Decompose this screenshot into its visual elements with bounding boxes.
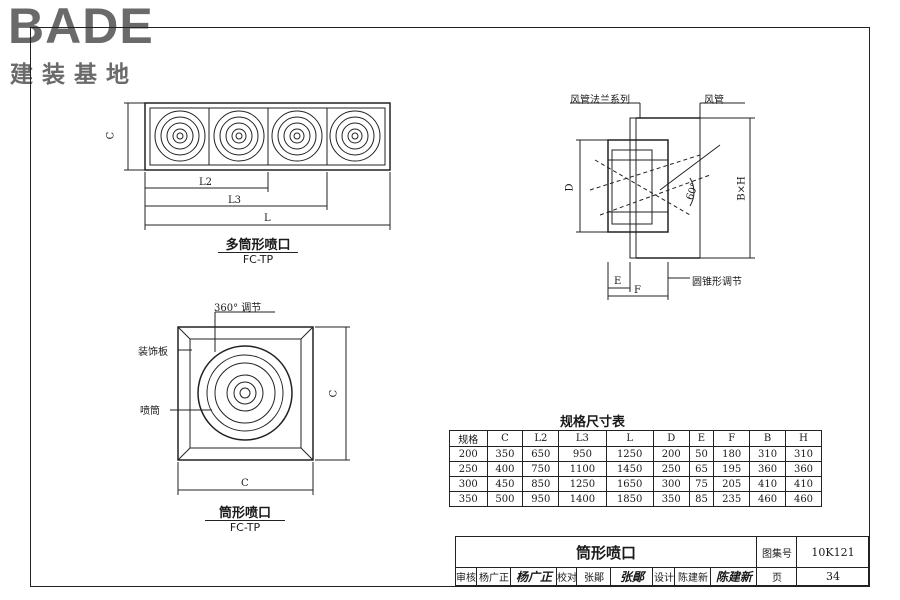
table-cell: 350	[652, 491, 690, 507]
table-cell: 350	[486, 446, 524, 462]
label-cone: 圆锥形调节	[692, 277, 742, 288]
col-header-l: L	[605, 430, 654, 447]
table-cell: 250	[652, 461, 690, 477]
multi-dim-l: L	[264, 213, 271, 224]
spec-table: 规格 C L2 L3 L D E F B H 200 350 650 950 1…	[449, 430, 822, 507]
table-cell: 50	[688, 446, 715, 462]
table-cell: 300	[449, 476, 488, 492]
table-row: 250 400 750 1100 1450 250 65 195 360 360	[449, 461, 822, 477]
multi-dim-c: C	[105, 131, 117, 140]
table-cell: 1650	[605, 476, 654, 492]
spec-table-title: 规格尺寸表	[560, 415, 626, 430]
check-label: 校对	[556, 567, 577, 585]
table-cell: 460	[785, 491, 822, 507]
single-code: FC-TP	[205, 520, 285, 534]
table-cell: 460	[749, 491, 786, 507]
single-dim-c-bottom: C	[241, 478, 249, 489]
col-header-f: F	[713, 430, 751, 447]
atlas-number: 10K121	[796, 537, 869, 567]
table-cell: 850	[522, 476, 560, 492]
multi-dim-l3: L3	[228, 195, 242, 206]
label-duct: 风管	[704, 95, 724, 106]
logo-subtitle: 建装基地	[10, 62, 138, 88]
drawing-frame	[30, 27, 870, 587]
table-cell: 65	[688, 461, 715, 477]
logo-brand: BADE	[8, 0, 154, 54]
table-cell: 195	[713, 461, 751, 477]
table-cell: 200	[449, 446, 488, 462]
table-cell: 85	[688, 491, 715, 507]
col-header-spec: 规格	[449, 430, 488, 447]
single-caption: 筒形喷口	[218, 506, 271, 521]
table-cell: 250	[449, 461, 488, 477]
table-cell: 410	[749, 476, 786, 492]
col-header-e: E	[688, 430, 715, 447]
multi-nozzle-drawing	[124, 102, 391, 230]
table-row: 350 500 950 1400 1850 350 85 235 460 460	[449, 491, 822, 507]
table-cell: 500	[486, 491, 524, 507]
multi-dim-l2: L2	[199, 177, 213, 188]
col-header-b: B	[749, 430, 786, 447]
atlas-label: 图集号	[756, 537, 797, 567]
single-nozzle-drawing	[170, 311, 350, 495]
table-cell: 75	[688, 476, 715, 492]
table-cell: 1400	[558, 491, 607, 507]
col-header-d: D	[652, 430, 690, 447]
table-row: 200 350 650 950 1250 200 50 180 310 310	[449, 446, 822, 462]
review-label: 审核	[456, 572, 476, 584]
col-header-c: C	[486, 430, 524, 447]
table-cell: 450	[486, 476, 524, 492]
section-dim-f: F	[634, 285, 641, 296]
table-cell: 360	[785, 461, 822, 477]
col-header-l3: L3	[558, 430, 607, 447]
table-cell: 400	[486, 461, 524, 477]
checker-signature: 张鄖	[610, 567, 653, 585]
page-label: 页	[756, 567, 797, 585]
multi-code: FC-TP	[218, 252, 298, 266]
table-cell: 300	[652, 476, 690, 492]
table-cell: 950	[558, 446, 607, 462]
table-cell: 650	[522, 446, 560, 462]
table-cell: 310	[785, 446, 822, 462]
single-dim-c-side: C	[328, 389, 340, 398]
table-cell: 1100	[558, 461, 607, 477]
table-cell: 950	[522, 491, 560, 507]
label-rotation: 360° 调节	[214, 303, 262, 314]
table-cell: 1450	[605, 461, 654, 477]
table-cell: 1850	[605, 491, 654, 507]
reviewer-signature: 杨广正	[510, 567, 557, 585]
label-nozzle: 喷筒	[140, 406, 160, 417]
multi-caption: 多筒形喷口	[225, 238, 291, 253]
drawing-name: 筒形喷口	[575, 543, 636, 562]
table-cell: 410	[785, 476, 822, 492]
table-row: 300 450 850 1250 1650 300 75 205 410 410	[449, 476, 822, 492]
title-block: 筒形喷口 图集号 10K121 审核 杨广正 杨广正 校对 张鄖 张鄖 设计 陈…	[455, 536, 869, 586]
designer-signature: 陈建新	[710, 567, 757, 585]
col-header-l2: L2	[522, 430, 560, 447]
label-panel: 装饰板	[138, 347, 168, 358]
table-cell: 205	[713, 476, 751, 492]
col-header-h: H	[785, 430, 822, 447]
section-dim-d: D	[564, 183, 576, 192]
table-cell: 1250	[558, 476, 607, 492]
table-cell: 350	[449, 491, 488, 507]
table-cell: 235	[713, 491, 751, 507]
reviewer-name: 杨广正	[476, 567, 511, 585]
section-dim-bh: B×H	[736, 176, 748, 201]
design-label: 设计	[652, 567, 675, 585]
section-dim-e: E	[614, 276, 622, 287]
page-number: 34	[796, 567, 869, 585]
table-cell: 180	[713, 446, 751, 462]
table-cell: 750	[522, 461, 560, 477]
label-flange: 风管法兰系列	[570, 95, 630, 106]
table-cell: 360	[749, 461, 786, 477]
table-cell: 310	[749, 446, 786, 462]
table-cell: 1250	[605, 446, 654, 462]
designer-name: 陈建新	[674, 567, 711, 585]
table-cell: 200	[652, 446, 690, 462]
spec-table-header-row: 规格 C L2 L3 L D E F B H	[449, 430, 822, 447]
checker-name: 张鄖	[576, 567, 611, 585]
section-drawing	[570, 102, 755, 300]
